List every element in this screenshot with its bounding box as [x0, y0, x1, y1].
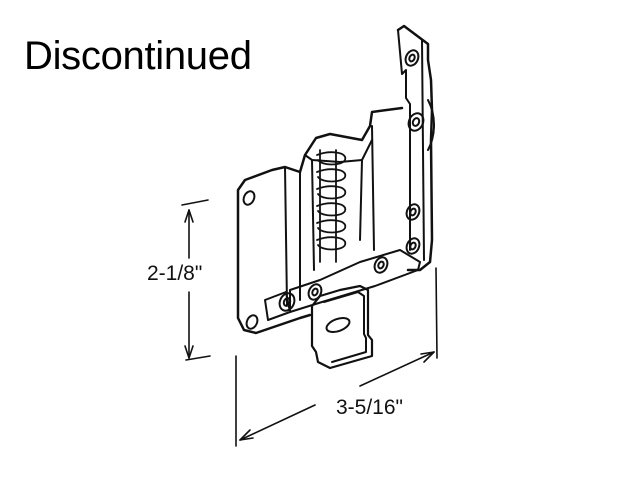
mounting-strap — [396, 24, 435, 272]
spring — [316, 149, 347, 263]
height-dimension-line — [181, 199, 211, 361]
main-plate — [236, 106, 404, 335]
height-dimension-label: 2-1/8" — [147, 262, 203, 285]
discontinued-label: Discontinued — [24, 34, 252, 78]
width-dimension-label: 3-5/16" — [336, 396, 403, 419]
width-dimension-line — [235, 267, 438, 447]
adjust-tab — [310, 284, 374, 370]
lower-flange — [264, 249, 421, 321]
